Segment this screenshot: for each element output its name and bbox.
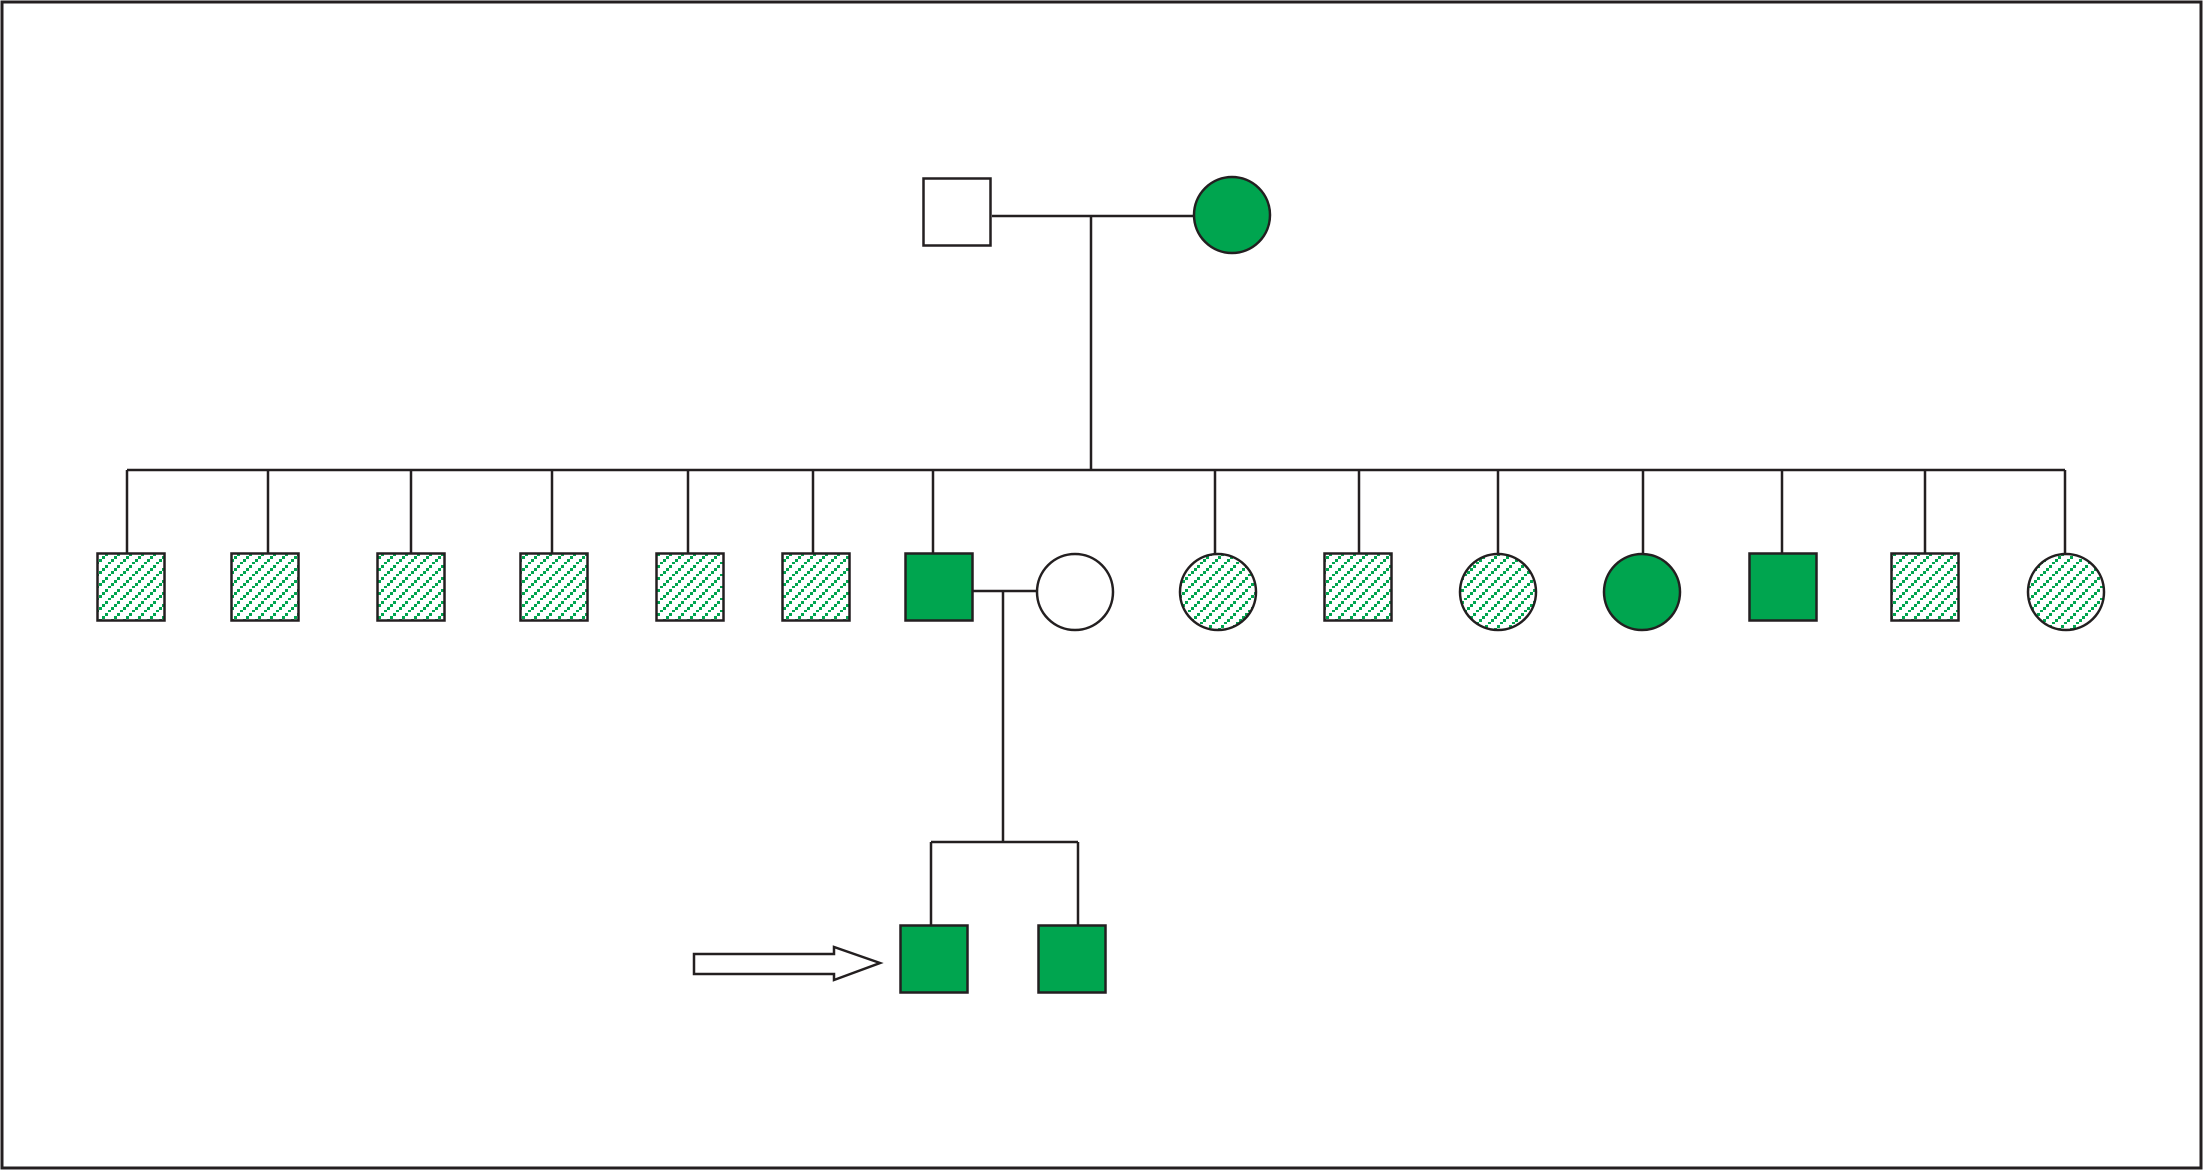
person-ii-4-male-carrier-square-icon	[519, 552, 589, 622]
person-ii-1-male-carrier-square-icon	[96, 552, 166, 622]
person-i-2-female-affected-circle-icon	[1192, 175, 1272, 255]
person-iii-2-male-affected-square-icon	[1037, 924, 1107, 994]
person-i-1-male-unaffected-square-icon	[922, 177, 992, 247]
person-ii-14-female-carrier-circle-icon	[2026, 552, 2106, 632]
person-iii-1-male-affected-square-icon	[899, 924, 969, 994]
person-ii-9-male-carrier-square-icon	[1323, 552, 1393, 622]
pedigree-symbols	[96, 175, 2106, 994]
person-ii-5-male-carrier-square-icon	[655, 552, 725, 622]
person-ii-7-male-affected-square-icon	[904, 552, 974, 622]
person-ii-10-female-carrier-circle-icon	[1458, 552, 1538, 632]
person-ii-8-female-carrier-circle-icon	[1178, 552, 1258, 632]
person-ii-6-male-carrier-square-icon	[781, 552, 851, 622]
person-ii-12-male-affected-square-icon	[1748, 552, 1818, 622]
person-ii-7-spouse-female-unaffected-circle-icon	[1035, 552, 1115, 632]
person-ii-2-male-carrier-square-icon	[230, 552, 300, 622]
pedigree-lines	[125, 214, 2067, 926]
person-ii-11-female-affected-circle-icon	[1602, 552, 1682, 632]
person-ii-13-male-carrier-square-icon	[1890, 552, 1960, 622]
proband-arrow-icon	[692, 945, 884, 982]
person-ii-3-male-carrier-square-icon	[376, 552, 446, 622]
